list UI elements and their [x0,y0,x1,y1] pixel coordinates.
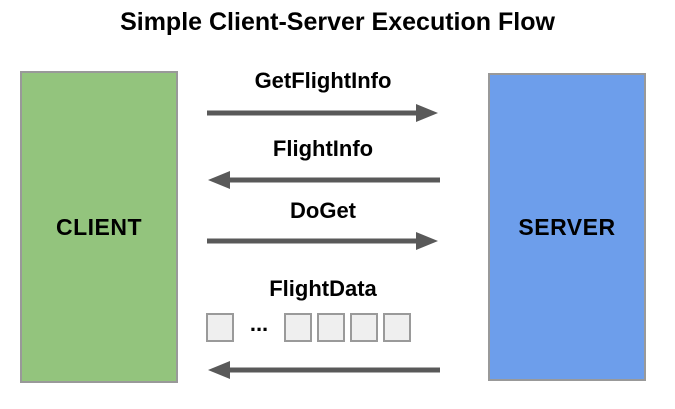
client-box: CLIENT [20,71,178,383]
packet-ellipsis: ... [249,310,269,336]
arrow-right-doget [207,232,438,250]
arrow-left-flightdata [208,361,440,379]
message-label-flightinfo: FlightInfo [272,136,374,161]
client-label: CLIENT [55,213,143,240]
packet-square [350,313,378,342]
arrow-right-getflightinfo [207,104,438,122]
packet-square [383,313,411,342]
page-title: Simple Client-Server Execution Flow [120,8,555,36]
flightdata-packet-stream: ... [206,310,411,342]
message-label-getflightinfo: GetFlightInfo [254,68,392,93]
message-label-doget: DoGet [290,198,356,223]
packet-square [317,313,345,342]
server-label: SERVER [518,213,616,240]
server-box: SERVER [488,73,646,381]
message-label-flightdata: FlightData [269,276,377,301]
packet-square [284,313,312,342]
packet-square [206,313,234,342]
arrow-left-flightinfo [208,171,440,189]
